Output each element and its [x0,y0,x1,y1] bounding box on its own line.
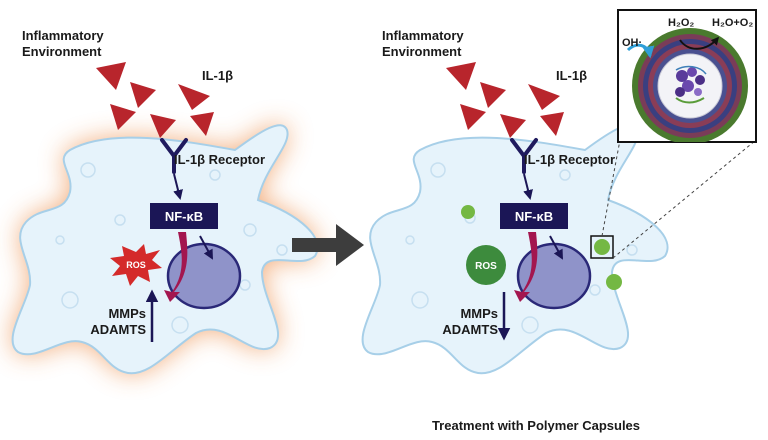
arrow-receptor-to-nfkb [173,173,183,200]
products-label: H₂O+O₂ [712,17,753,29]
cytokine-label: IL-1β [556,68,587,83]
environment-label-line2: Environment [22,44,102,59]
mmp-label: MMPs [108,306,146,321]
h2o2-label: H₂O₂ [668,17,694,29]
cytokine-triangle [480,82,506,108]
cytokine-triangle [500,114,526,138]
environment-label-line1: Inflammatory [22,28,104,43]
left-panel: NF-κB ROS MMPs ADAMTS Inflammatory Envir… [11,28,319,375]
arrow-nfkb-to-nucleus [549,235,563,260]
arrow-nfkb-to-nucleus [199,235,213,260]
cytokine-molecules [96,62,214,138]
nfkb-box [150,203,218,229]
receptor-label: IL-1β Receptor [524,152,615,167]
environment-label-line2: Environment [382,44,462,59]
cytokine-molecules [446,62,564,138]
cytokine-triangle [130,82,156,108]
zoom-guide-line [612,139,757,259]
h2o2-reaction-arrow [679,36,720,50]
ros-sphere [466,245,506,285]
polymer-capsule [606,274,622,290]
ros-label: ROS [126,260,146,270]
process-arrow [292,224,364,266]
cytokine-triangle [460,104,486,130]
caption: Treatment with Polymer Capsules [432,418,640,433]
nfkb-box [500,203,568,229]
nfkb-label: NF-κB [165,209,203,224]
enzyme-molecule [675,65,707,104]
cytokine-triangle [150,114,176,138]
signal-ribbon [164,232,188,302]
receptor-label: IL-1β Receptor [174,152,265,167]
polymer-capsule [594,239,610,255]
arrow-receptor-to-nfkb [523,173,533,200]
polymer-capsule [461,205,475,219]
mmp-label: MMPs [460,306,498,321]
il1b-receptor [510,138,538,174]
nfkb-label: NF-κB [515,209,553,224]
signal-ribbon [514,232,538,302]
adamts-label: ADAMTS [90,322,146,337]
capsule-inset: H₂O₂ H₂O+O₂ OH· [617,9,757,143]
cell-body [11,124,319,375]
zoom-guide-line [601,139,621,237]
cytokine-triangle [540,112,564,136]
right-panel: NF-κB ROS MMPs ADAMTS Inflammatory Envir… [361,28,757,433]
cytokine-triangle [446,62,476,90]
nucleus [516,242,592,310]
adamts-label: ADAMTS [442,322,498,337]
hydroxyl-label: OH· [622,37,642,49]
ros-label: ROS [475,261,497,272]
cytokine-triangle [110,104,136,130]
nucleus [166,242,242,310]
cytokine-triangle [96,62,126,90]
cytokine-triangle [528,84,560,110]
hydroxyl-arrow [626,43,655,59]
il1b-receptor [160,138,188,174]
cytokine-triangle [178,84,210,110]
cytokine-triangle [190,112,214,136]
cytokine-label: IL-1β [202,68,233,83]
ros-star [110,244,162,286]
cell-body [361,124,669,375]
vesicles [55,162,288,334]
environment-label-line1: Inflammatory [382,28,464,43]
